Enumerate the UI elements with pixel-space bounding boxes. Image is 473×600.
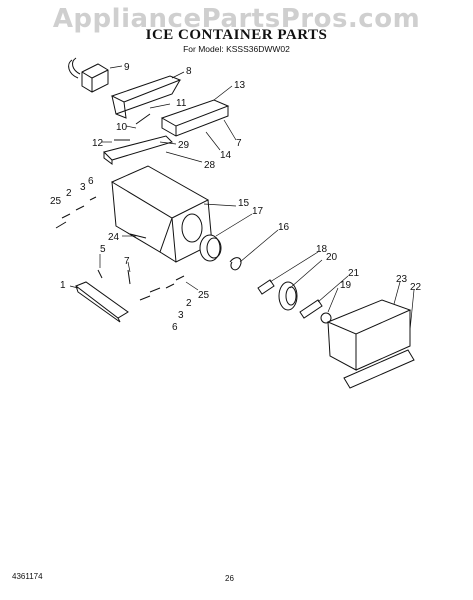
callout-label: 19 — [340, 280, 352, 291]
model-subtitle: For Model: KSSS36DWW02 — [183, 44, 290, 54]
cam-part — [257, 279, 298, 311]
callout-label: 7 — [124, 256, 130, 267]
auger-part — [199, 234, 242, 271]
motor-part — [68, 57, 109, 93]
watermark: AppliancePartsPros.com — [52, 4, 421, 34]
callout-label: 29 — [178, 140, 190, 151]
callout-label: 9 — [124, 62, 130, 73]
callout-label: 15 — [238, 198, 250, 209]
callout-labels: 9 8 11 13 10 7 12 29 14 28 25 2 3 6 15 1… — [50, 62, 422, 333]
hardware-parts — [55, 113, 185, 301]
ice-bucket-part — [326, 299, 415, 389]
callout-label: 10 — [116, 122, 128, 133]
callout-label: 6 — [172, 322, 178, 333]
callout-label: 8 — [186, 66, 192, 77]
callout-label: 18 — [316, 244, 328, 255]
callout-label: 28 — [204, 160, 216, 171]
bracket-part — [110, 75, 182, 119]
callout-label: 16 — [278, 222, 290, 233]
callout-label: 20 — [326, 252, 338, 263]
callout-label: 11 — [176, 98, 187, 109]
callout-label: 12 — [92, 138, 104, 149]
callout-label: 7 — [236, 138, 242, 149]
leader-lines — [69, 65, 415, 331]
callout-label: 3 — [178, 310, 184, 321]
cover-part — [160, 99, 230, 137]
callout-label: 3 — [80, 182, 86, 193]
callout-label: 2 — [186, 298, 192, 309]
rail-part — [103, 135, 173, 165]
callout-label: 22 — [410, 282, 422, 293]
document-number: 4361174 — [12, 572, 43, 581]
spring-part — [299, 299, 332, 324]
callout-label: 13 — [234, 80, 246, 91]
callout-label: 6 — [88, 176, 94, 187]
diagram-title: ICE CONTAINER PARTS — [145, 27, 328, 43]
callout-label: 14 — [220, 150, 232, 161]
callout-label: 2 — [66, 188, 72, 199]
callout-label: 25 — [50, 196, 62, 207]
front-panel-part — [74, 281, 129, 323]
callout-label: 23 — [396, 274, 408, 285]
callout-label: 5 — [100, 244, 106, 255]
callout-label: 1 — [60, 280, 66, 291]
callout-label: 17 — [252, 206, 264, 217]
callout-label: 21 — [348, 268, 360, 279]
callout-label: 25 — [198, 290, 210, 301]
callout-label: 24 — [108, 232, 120, 243]
container-housing-part — [110, 165, 213, 263]
page-number: 26 — [225, 574, 234, 583]
